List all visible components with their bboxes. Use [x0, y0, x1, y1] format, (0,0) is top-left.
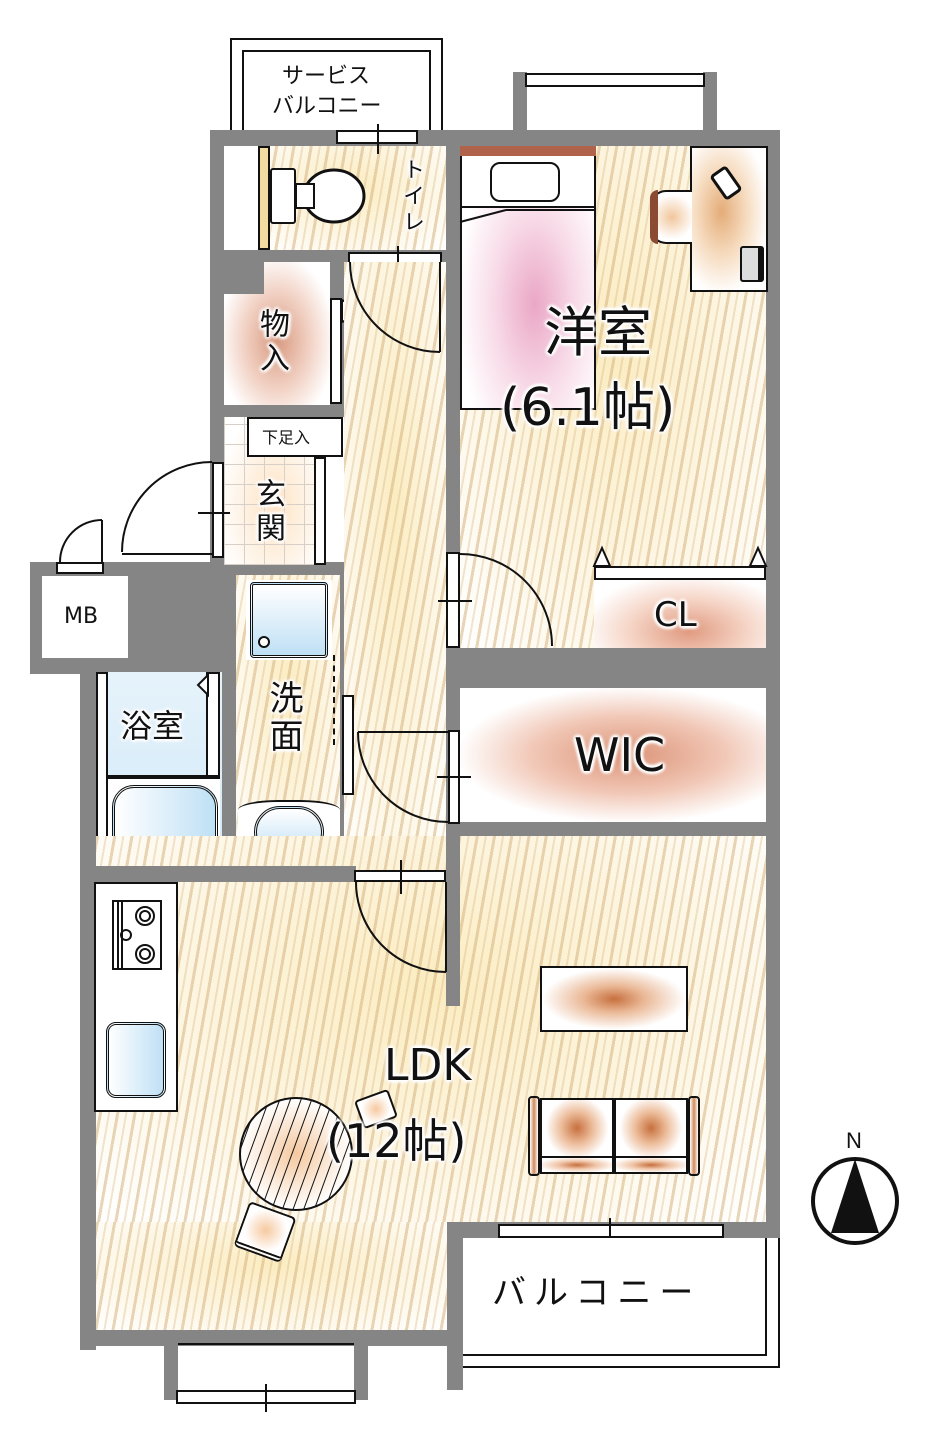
toilet-door-swing	[349, 261, 441, 353]
stove-burner-icon	[117, 900, 155, 970]
ldk-label: LDK	[384, 1040, 472, 1091]
meter-box-door[interactable]	[56, 562, 104, 574]
service-balcony-label-1: サービス	[282, 64, 371, 89]
hallway	[344, 262, 446, 872]
ldk-size: (12帖)	[326, 1114, 467, 1168]
closet-label: CL	[654, 595, 697, 635]
walk-in-closet	[460, 688, 766, 822]
western-room-size: (6.1帖)	[500, 378, 676, 438]
bathroom-label: 浴室	[120, 707, 185, 745]
bed-headboard	[460, 146, 596, 156]
entrance-door[interactable]	[212, 462, 224, 558]
speaker-icon	[740, 246, 764, 282]
service-balcony-label-2: バルコニー	[272, 94, 382, 119]
shoe-storage-label: 下足入	[262, 428, 311, 447]
compass-icon	[811, 1157, 899, 1245]
washroom-label: 洗面	[263, 680, 303, 756]
ldk-door-swing	[355, 881, 447, 973]
door-stop-icon	[196, 672, 209, 698]
walk-in-closet-label: WIC	[574, 728, 666, 782]
kitchen-sink	[106, 1022, 166, 1098]
western-room-label: 洋室	[544, 301, 652, 364]
toilet-label: トイレ	[399, 158, 424, 236]
meter-box-label: MB	[64, 604, 99, 629]
dining-table	[239, 1097, 353, 1211]
entrance-label: 玄関	[250, 478, 285, 546]
storage-label: 物入	[254, 308, 289, 376]
balcony-label: バルコニー	[492, 1273, 702, 1313]
western-room-door-swing	[459, 553, 553, 647]
balcony	[463, 1238, 780, 1368]
meter-box-door-swing	[59, 519, 103, 563]
toilet-tank	[270, 168, 296, 224]
closet-door-marker	[592, 545, 768, 567]
shoe-storage	[247, 417, 343, 457]
western-room-window	[525, 73, 705, 87]
service-balcony	[230, 38, 443, 136]
closet	[594, 580, 766, 648]
entrance-door-swing	[121, 461, 213, 555]
ldk-balcony-window[interactable]	[498, 1224, 724, 1238]
wic-door-swing	[357, 731, 449, 823]
blanket-fold	[459, 209, 596, 223]
meter-box	[42, 576, 128, 658]
pillow	[490, 162, 560, 202]
storage-door[interactable]	[330, 298, 342, 404]
sofa	[528, 1096, 700, 1176]
compass-north-label: N	[846, 1128, 862, 1153]
toilet-bowl-icon	[295, 168, 366, 224]
coffee-table	[540, 966, 688, 1032]
